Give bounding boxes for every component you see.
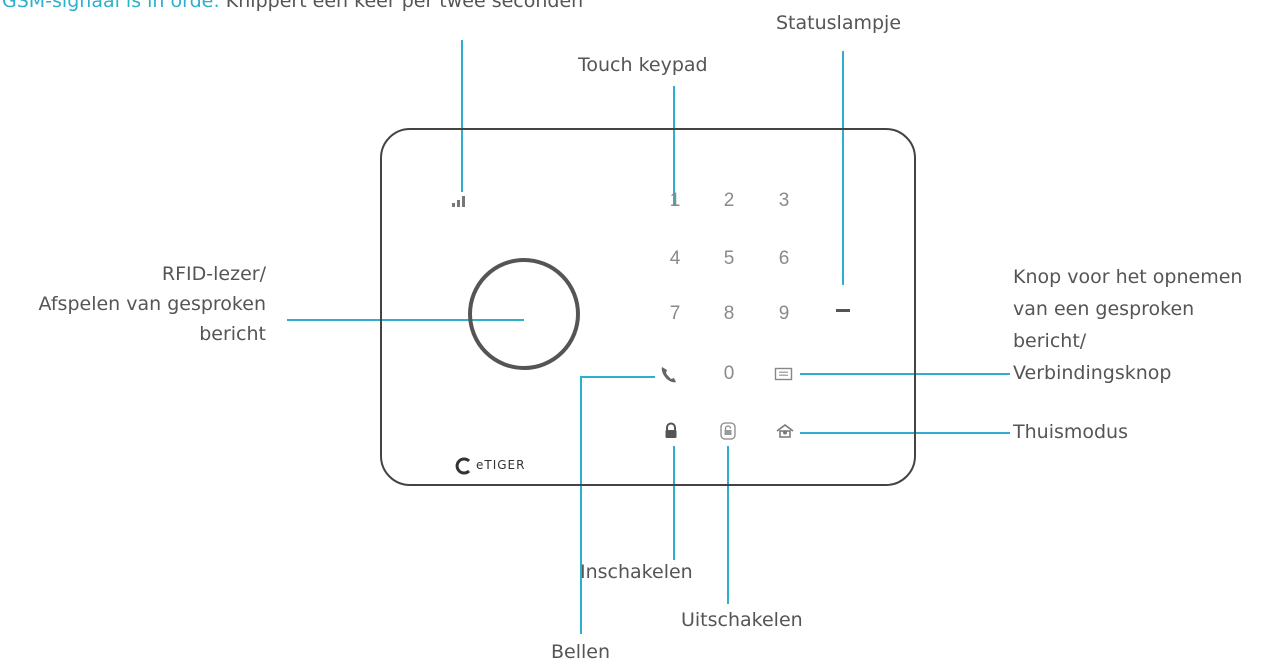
disarm-leader-line-v [727, 446, 729, 604]
record-button-label-line1: Knop voor het opnemen [1013, 266, 1243, 288]
key-1[interactable]: 1 [669, 190, 681, 211]
gsm-signal-description: Knippert een keer per twee seconden [219, 0, 584, 12]
gsm-leader-line [461, 40, 463, 192]
key-7[interactable]: 7 [669, 303, 681, 324]
status-lamp [836, 309, 850, 312]
touch-keypad-label: Touch keypad [578, 54, 708, 76]
key-3[interactable]: 3 [778, 190, 790, 211]
call-label: Bellen [551, 641, 611, 663]
rfid-reader-ring [468, 258, 580, 370]
record-button-label-line4: Verbindingsknop [1013, 362, 1172, 384]
gsm-signal-highlight: GSM-signaal is in orde: [2, 0, 220, 12]
message-icon[interactable] [774, 366, 794, 382]
key-4[interactable]: 4 [669, 248, 681, 269]
arm-leader-line-v [673, 446, 675, 560]
brand-logo-text: eTIGER [476, 458, 526, 472]
device-body [380, 128, 916, 486]
call-leader-line-v [580, 376, 582, 634]
rfid-label-line3: bericht [199, 323, 266, 345]
rfid-label-line1: RFID-lezer/ [161, 263, 266, 285]
home-mode-label: Thuismodus [1013, 421, 1129, 443]
lock-icon[interactable] [663, 422, 679, 440]
home-mode-leader-line [800, 432, 1010, 434]
arm-label: Inschakelen [580, 561, 693, 583]
record-button-leader-line [800, 373, 1010, 375]
key-9[interactable]: 9 [778, 303, 790, 324]
touch-keypad-leader-line [673, 86, 675, 206]
brand-logo-mark-icon [455, 457, 471, 475]
unlock-icon[interactable] [719, 421, 737, 441]
key-0[interactable]: 0 [723, 363, 735, 384]
phone-icon[interactable] [658, 364, 680, 386]
disarm-label: Uitschakelen [681, 609, 803, 631]
record-button-label-line2: van een gesproken [1013, 298, 1195, 320]
key-5[interactable]: 5 [723, 248, 735, 269]
rfid-label-line2: Afspelen van gesproken [38, 293, 266, 315]
key-2[interactable]: 2 [723, 190, 735, 211]
status-lamp-label: Statuslampje [776, 12, 902, 34]
status-lamp-leader-line [842, 51, 844, 285]
gsm-signal-label: GSM-signaal is in orde: Knippert een kee… [2, 0, 583, 14]
key-6[interactable]: 6 [778, 248, 790, 269]
signal-icon [452, 196, 465, 207]
call-leader-line-h [580, 376, 655, 378]
record-button-label-line3: bericht/ [1013, 330, 1087, 352]
key-8[interactable]: 8 [723, 303, 735, 324]
home-icon[interactable] [775, 423, 795, 439]
rfid-leader-line [287, 319, 524, 321]
